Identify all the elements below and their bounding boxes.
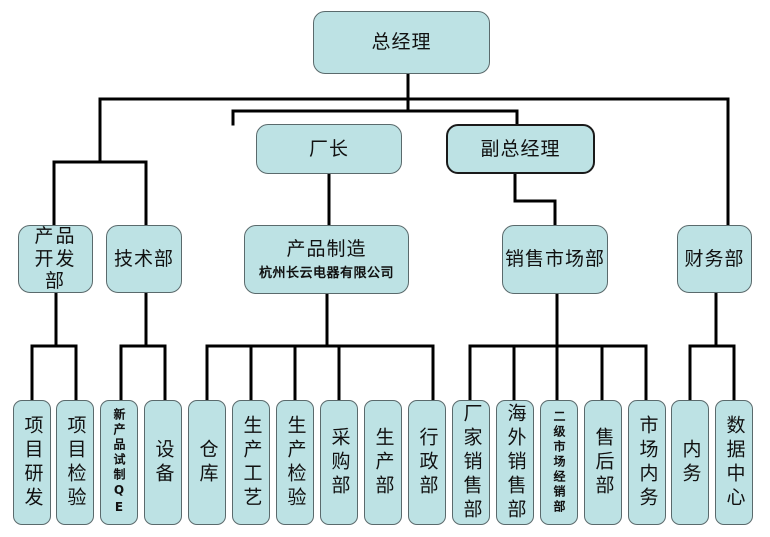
node-label: 仓库 bbox=[196, 438, 219, 487]
node-purchasing-dept[interactable]: 采购部 bbox=[320, 400, 358, 525]
node-label: 售后部 bbox=[592, 426, 615, 499]
node-label: 财务部 bbox=[684, 247, 745, 270]
node-market-internal-affairs[interactable]: 市场内务 bbox=[628, 400, 666, 525]
node-label: 生产部 bbox=[372, 426, 395, 499]
node-label: 销售市场部 bbox=[504, 248, 605, 271]
node-label: 新产品试制QE bbox=[112, 408, 126, 517]
node-label: 市场内务 bbox=[636, 414, 659, 511]
node-label: 设备 bbox=[152, 438, 175, 487]
node-label: 项目研发 bbox=[21, 414, 44, 511]
node-label: 产品开发部 bbox=[34, 224, 77, 293]
node-sublabel: 杭州长云电器有限公司 bbox=[258, 266, 394, 282]
manufacturing-labels: 产品制造 杭州长云电器有限公司 bbox=[259, 238, 394, 282]
node-general-manager[interactable]: 总经理 bbox=[313, 11, 490, 74]
node-data-center[interactable]: 数据中心 bbox=[715, 400, 753, 525]
node-manufacturing[interactable]: 产品制造 杭州长云电器有限公司 bbox=[244, 225, 409, 294]
node-product-dev-dept[interactable]: 产品开发部 bbox=[18, 225, 93, 293]
node-tech-dept[interactable]: 技术部 bbox=[106, 225, 182, 293]
node-label: 厂长 bbox=[308, 137, 349, 160]
node-equipment[interactable]: 设备 bbox=[144, 400, 182, 525]
node-factory-director[interactable]: 厂长 bbox=[256, 124, 402, 174]
node-label: 生产检验 bbox=[284, 414, 307, 511]
node-sales-marketing-dept[interactable]: 销售市场部 bbox=[502, 225, 608, 294]
node-production-inspection[interactable]: 生产检验 bbox=[276, 400, 314, 525]
node-label: 海外销售部 bbox=[504, 402, 527, 523]
node-production-process[interactable]: 生产工艺 bbox=[232, 400, 270, 525]
node-label: 内务 bbox=[679, 438, 702, 487]
node-overseas-sales-dept[interactable]: 海外销售部 bbox=[496, 400, 534, 525]
node-label: 副总经理 bbox=[480, 137, 561, 160]
node-label: 二级市场经销部 bbox=[552, 410, 566, 515]
node-project-inspection[interactable]: 项目检验 bbox=[56, 400, 94, 525]
node-after-sales-dept[interactable]: 售后部 bbox=[584, 400, 622, 525]
node-label: 技术部 bbox=[113, 247, 174, 270]
node-label: 行政部 bbox=[416, 426, 439, 499]
node-production-dept[interactable]: 生产部 bbox=[364, 400, 402, 525]
node-new-product-trial-qe[interactable]: 新产品试制QE bbox=[100, 400, 138, 525]
node-factory-sales-dept[interactable]: 厂家销售部 bbox=[452, 400, 490, 525]
node-label: 生产工艺 bbox=[240, 414, 263, 511]
node-admin-dept[interactable]: 行政部 bbox=[408, 400, 446, 525]
node-finance-dept[interactable]: 财务部 bbox=[677, 225, 752, 293]
node-label: 采购部 bbox=[328, 426, 351, 499]
node-label: 产品制造 bbox=[286, 237, 367, 260]
node-label: 总经理 bbox=[371, 31, 432, 54]
node-label: 项目检验 bbox=[64, 414, 87, 511]
node-project-rnd[interactable]: 项目研发 bbox=[13, 400, 51, 525]
node-label: 数据中心 bbox=[723, 414, 746, 511]
node-secondary-market-distribution[interactable]: 二级市场经销部 bbox=[540, 400, 578, 525]
node-internal-affairs[interactable]: 内务 bbox=[671, 400, 709, 525]
node-deputy-general-manager[interactable]: 副总经理 bbox=[446, 124, 595, 174]
node-label: 厂家销售部 bbox=[460, 402, 483, 523]
node-warehouse[interactable]: 仓库 bbox=[188, 400, 226, 525]
